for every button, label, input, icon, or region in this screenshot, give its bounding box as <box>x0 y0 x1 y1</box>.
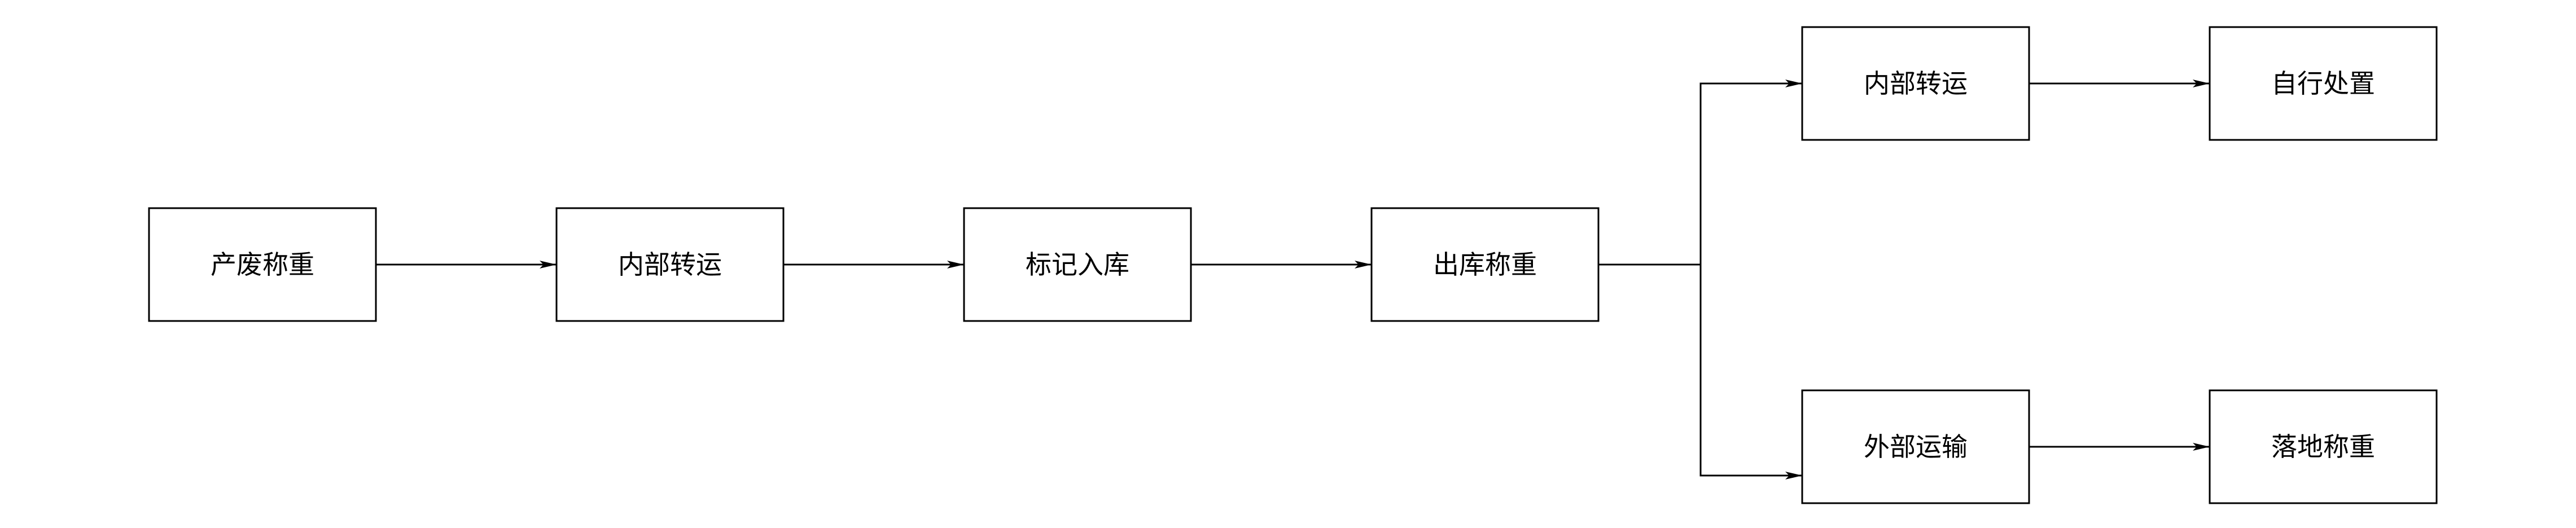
node-box <box>148 207 377 322</box>
node-label: 自行处置 <box>2271 68 2375 99</box>
node-box <box>1370 207 1600 322</box>
node-label: 外部运输 <box>1864 432 1968 462</box>
node-box <box>2209 389 2438 504</box>
node-n3: 标记入库 <box>963 207 1192 322</box>
node-box <box>555 207 785 322</box>
node-box <box>2209 26 2438 141</box>
edge-n4-n5 <box>1598 80 1802 266</box>
node-label: 落地称重 <box>2271 432 2375 462</box>
node-box <box>963 207 1192 322</box>
node-box <box>1801 389 2030 504</box>
node-n8: 落地称重 <box>2209 389 2438 504</box>
node-n6: 自行处置 <box>2209 26 2438 141</box>
node-label: 标记入库 <box>1026 249 1129 280</box>
node-label: 内部转运 <box>618 249 722 280</box>
node-box <box>1801 26 2030 141</box>
node-n2: 内部转运 <box>555 207 785 322</box>
node-n7: 外部运输 <box>1801 389 2030 504</box>
edge-n4-n7 <box>1699 265 1802 479</box>
node-n1: 产废称重 <box>148 207 377 322</box>
node-n4: 出库称重 <box>1370 207 1600 322</box>
nodes-layer: 产废称重 内部转运 标记入库 出库称重 内部转运 自行处置 外部运输 落地称重 <box>148 26 2438 504</box>
node-label: 内部转运 <box>1864 68 1968 99</box>
edges-layer <box>376 80 2210 479</box>
node-label: 出库称重 <box>1433 249 1537 280</box>
node-label: 产废称重 <box>211 249 314 280</box>
node-n5: 内部转运 <box>1801 26 2030 141</box>
